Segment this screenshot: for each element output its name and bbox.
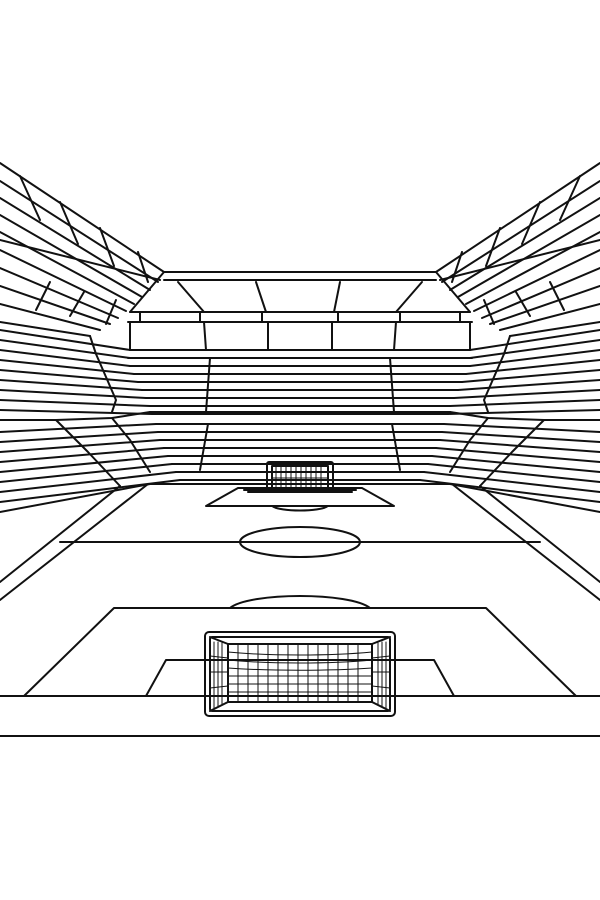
left-stand (0, 329, 181, 513)
near-goal (204, 631, 396, 717)
pitch (0, 483, 600, 737)
far-goal (243, 461, 357, 491)
stadium-roof (0, 162, 600, 351)
far-stand (127, 349, 473, 481)
